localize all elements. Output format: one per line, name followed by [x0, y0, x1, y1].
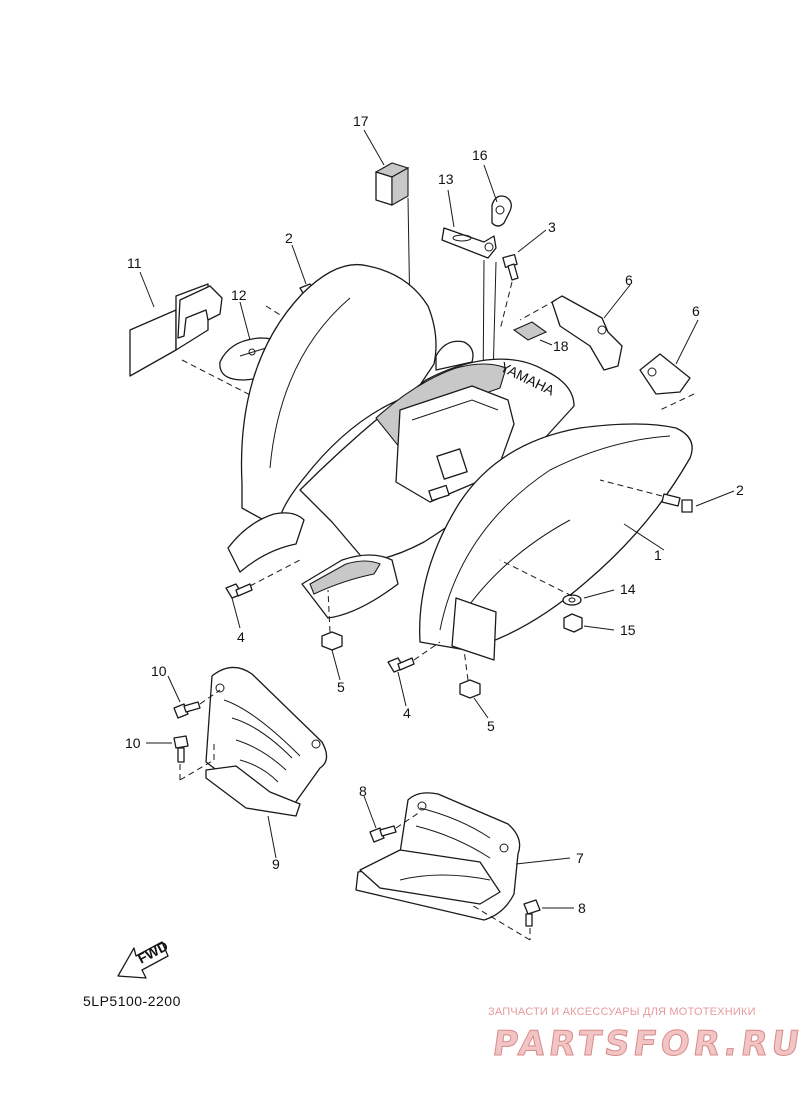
callout-5-left: 5: [337, 679, 345, 695]
watermark-logo: PARTSFOR.RU: [490, 1024, 800, 1065]
callout-5-center: 5: [487, 718, 495, 734]
part-13-bracket: [441, 227, 497, 259]
callout-14: 14: [620, 581, 636, 597]
part-5-nut-left: [321, 631, 343, 651]
callout-15: 15: [620, 622, 636, 638]
callout-6-a: 6: [625, 272, 633, 288]
part-17-block: [374, 162, 410, 206]
callout-9: 9: [272, 856, 280, 872]
callout-4-center: 4: [403, 705, 411, 721]
part-7-guard: [355, 792, 521, 921]
callout-4-left: 4: [237, 629, 245, 645]
callout-1: 1: [654, 547, 662, 563]
part-6-stay-a: [551, 295, 623, 371]
callout-2-right: 2: [736, 482, 744, 498]
part-15-nut: [563, 613, 583, 633]
part-9-guard: [205, 666, 328, 817]
part-10-screw-lower: [173, 735, 189, 763]
callout-8-upper: 8: [359, 783, 367, 799]
watermark-subtitle: ЗАПЧАСТИ И АКСЕССУАРЫ ДЛЯ МОТОТЕХНИКИ: [488, 1006, 756, 1018]
part-10-screw-upper: [173, 701, 201, 719]
callout-6-b: 6: [692, 303, 700, 319]
callout-18: 18: [553, 338, 569, 354]
callout-16: 16: [472, 147, 488, 163]
callout-8-lower: 8: [578, 900, 586, 916]
part-4-screw-center: [387, 657, 415, 673]
callout-3: 3: [548, 219, 556, 235]
part-14-washer: [562, 594, 582, 606]
callout-17: 17: [353, 113, 369, 129]
callout-10-lower: 10: [125, 735, 141, 751]
part-2-bolt-right: [661, 493, 693, 513]
callout-11: 11: [127, 255, 142, 271]
callout-7: 7: [576, 850, 584, 866]
part-8-screw-upper: [369, 825, 397, 843]
part-18-pad: [512, 321, 548, 341]
part-6-stay-b: [639, 353, 691, 395]
part-16-clip: [491, 195, 512, 227]
callout-12: 12: [231, 287, 247, 303]
part-5-nut-center: [459, 679, 481, 699]
part-4-screw-left: [225, 583, 253, 599]
part-1-rear-fender: YAMAHA: [227, 263, 693, 661]
part-11-bracket: [129, 283, 223, 377]
part-3-bolt: [502, 253, 519, 281]
callout-2-upper: 2: [285, 230, 293, 246]
callout-13: 13: [438, 171, 454, 187]
fwd-arrow-icon: FWD: [117, 938, 171, 979]
diagram-code: 5LP5100-2200: [83, 993, 181, 1009]
callout-10-upper: 10: [151, 663, 167, 679]
part-8-screw-lower: [523, 899, 541, 927]
